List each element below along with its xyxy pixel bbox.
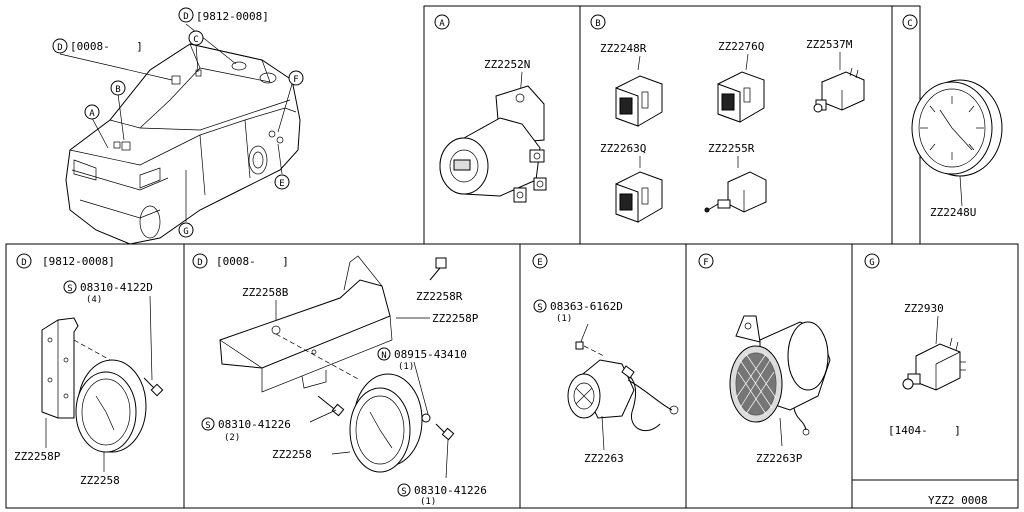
panel-d2-screw-a-qty: (2)	[224, 433, 240, 443]
panel-d1-screw-qty: (4)	[86, 295, 102, 305]
panel-f-letter: F	[703, 258, 708, 268]
callout-b: B	[115, 85, 120, 95]
panel-g-letter: G	[869, 258, 874, 268]
panel-a-letter: A	[439, 19, 445, 29]
callout-c: C	[193, 35, 198, 45]
panel-b-part-3: ZZ2537M	[806, 38, 853, 51]
panel-f-part-label: ZZ2263P	[756, 452, 803, 465]
panel-e: E S 08363-6162D (1) ZZ2263	[532, 253, 679, 465]
panel-d1-unit: ZZ2258	[80, 474, 120, 487]
panel-a-part-label: ZZ2252N	[484, 58, 530, 71]
panel-d1-screw: 08310-4122D	[80, 281, 153, 294]
panel-c-letter: C	[907, 19, 912, 29]
callout-a: A	[89, 109, 95, 119]
panel-d2-range: [0008- ]	[216, 255, 289, 268]
panel-g: G ZZ2930 [1404- ]	[864, 253, 966, 437]
panel-b-letter: B	[595, 19, 600, 29]
panel-e-screw-qty: (1)	[556, 314, 572, 324]
panel-d2-nut: 08915-43410	[394, 348, 467, 361]
panel-d2-part-p: ZZ2258P	[432, 312, 479, 325]
panel-g-range: [1404- ]	[888, 424, 961, 437]
panel-b: B ZZ2248R ZZ2276Q ZZ2537M ZZ2263Q ZZ2255…	[590, 14, 865, 223]
panel-e-letter: E	[537, 258, 542, 268]
panel-b-part-2: ZZ2276Q	[718, 40, 764, 53]
overview-d-range-b: [0008- ]	[70, 40, 143, 53]
overview-d-range-a: [9812-0008]	[196, 10, 269, 23]
panel-d2-unit: ZZ2258	[272, 448, 312, 461]
panel-c: C ZZ2248U	[902, 14, 1003, 219]
panel-d2-screw-a: 08310-41226	[218, 418, 291, 431]
panel-d1-letter: D	[21, 258, 26, 268]
panel-e-part-label: ZZ2263	[584, 452, 624, 465]
callout-f: F	[293, 75, 298, 85]
panel-d2: D [0008- ] ZZ2258B ZZ2258R ZZ2258P	[192, 253, 487, 507]
callout-e: E	[279, 179, 284, 189]
panel-a: A ZZ2252N	[434, 14, 547, 203]
callout-d2: D	[57, 43, 62, 53]
panel-d2-screw-a-sym: S	[205, 421, 210, 431]
panel-f: F ZZ2263P	[698, 253, 831, 465]
panel-b-part-1: ZZ2248R	[600, 42, 647, 55]
callout-g: G	[183, 227, 188, 237]
panel-e-screw: 08363-6162D	[550, 300, 623, 313]
overview-callouts: A B C D [9812-0008] D [0008- ] F E G	[52, 7, 304, 238]
panel-d1-screw-sym: S	[67, 284, 72, 294]
panel-b-part-5: ZZ2255R	[708, 142, 755, 155]
panel-d1-range: [9812-0008]	[42, 255, 115, 268]
panel-d2-part-r: ZZ2258R	[416, 290, 463, 303]
panel-d2-nut-sym: N	[381, 351, 386, 361]
frame-bottom	[5, 243, 1019, 509]
panel-d2-nut-qty: (1)	[398, 362, 414, 372]
panel-frames	[5, 5, 1019, 509]
callout-d1: D	[183, 12, 188, 22]
panel-d2-screw-b: 08310-41226	[414, 484, 487, 497]
panel-c-part-label: ZZ2248U	[930, 206, 976, 219]
panel-e-screw-sym: S	[537, 303, 542, 313]
vehicle-overview	[59, 23, 301, 245]
panel-g-part-label: ZZ2930	[904, 302, 944, 315]
panel-d2-part-b: ZZ2258B	[242, 286, 289, 299]
panel-d2-letter: D	[197, 258, 202, 268]
panel-b-part-4: ZZ2263Q	[600, 142, 646, 155]
panel-d1-bracket: ZZ2258P	[14, 450, 61, 463]
diagram-code: YZZ2 0008	[928, 494, 988, 507]
panel-d1: D [9812-0008] S 08310-4122D (4) ZZ2258P …	[14, 253, 164, 487]
panel-d2-screw-b-qty: (1)	[420, 497, 436, 507]
panel-d2-screw-b-sym: S	[401, 487, 406, 497]
